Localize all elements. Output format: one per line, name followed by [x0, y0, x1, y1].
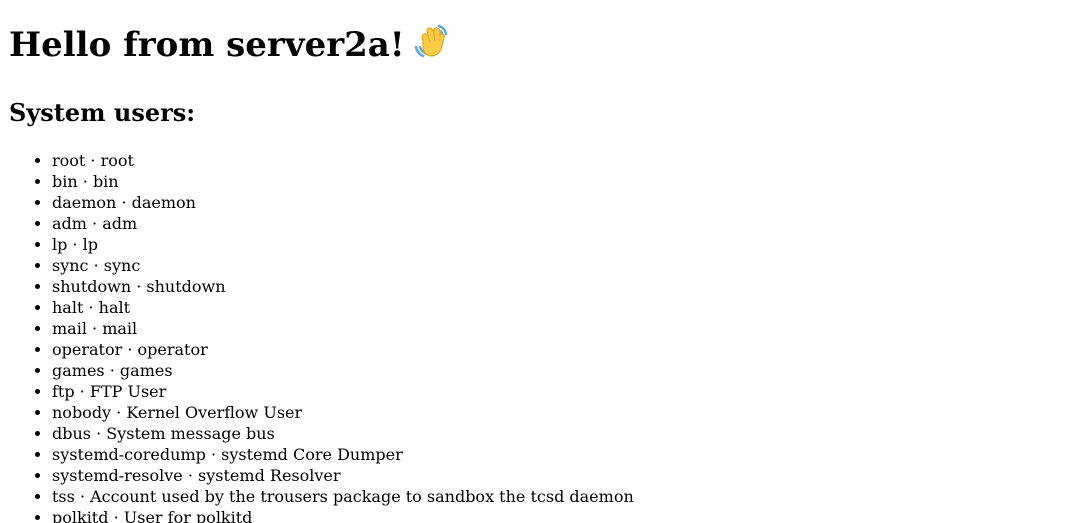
user-description: Account used by the trousers package to …: [90, 487, 634, 506]
separator: ·: [88, 256, 104, 275]
user-name: lp: [52, 235, 68, 254]
user-description: lp: [82, 235, 98, 254]
user-description: bin: [92, 172, 119, 191]
list-item: root · root: [52, 150, 1081, 171]
user-description: halt: [98, 298, 131, 317]
page-title-text: Hello from server2a!: [9, 25, 405, 65]
user-name: games: [52, 361, 105, 380]
separator: ·: [74, 487, 91, 506]
user-name: ftp: [52, 382, 75, 401]
page-title: Hello from server2a!: [9, 22, 1081, 70]
user-name: halt: [52, 298, 84, 317]
user-name: systemd-resolve: [52, 466, 183, 485]
user-name: operator: [52, 340, 123, 359]
user-description: Kernel Overflow User: [126, 403, 303, 422]
list-item: dbus · System message bus: [52, 423, 1081, 444]
user-name: shutdown: [52, 277, 132, 296]
separator: ·: [86, 319, 103, 338]
separator: ·: [111, 403, 127, 422]
user-name: root: [52, 151, 86, 170]
user-description: systemd Resolver: [198, 466, 341, 485]
separator: ·: [116, 193, 132, 212]
separator: ·: [131, 277, 147, 296]
section-heading: System users:: [9, 98, 196, 127]
separator: ·: [67, 235, 83, 254]
user-description: shutdown: [146, 277, 226, 296]
user-description: systemd Core Dumper: [221, 445, 403, 464]
user-description: root: [100, 151, 134, 170]
user-description: sync: [103, 256, 141, 275]
user-list: root · rootbin · bindaemon · daemonadm ·…: [9, 150, 1081, 523]
separator: ·: [83, 298, 99, 317]
user-name: daemon: [52, 193, 117, 212]
list-item: systemd-resolve · systemd Resolver: [52, 465, 1081, 486]
separator: ·: [77, 172, 93, 191]
user-description: games: [119, 361, 173, 380]
list-item: halt · halt: [52, 297, 1081, 318]
separator: ·: [122, 340, 138, 359]
list-item: mail · mail: [52, 318, 1081, 339]
list-item: games · games: [52, 360, 1081, 381]
list-item: lp · lp: [52, 234, 1081, 255]
user-name: mail: [52, 319, 87, 338]
user-name: dbus: [52, 424, 91, 443]
waving-hand-icon: [413, 22, 451, 70]
list-item: tss · Account used by the trousers packa…: [52, 486, 1081, 507]
page-content: Hello from server2a! System users: root …: [0, 22, 1090, 523]
separator: ·: [91, 424, 107, 443]
list-item: ftp · FTP User: [52, 381, 1081, 402]
separator: ·: [86, 214, 103, 233]
user-description: daemon: [131, 193, 196, 212]
user-name: adm: [52, 214, 87, 233]
user-name: tss: [52, 487, 75, 506]
user-description: adm: [102, 214, 138, 233]
user-description: operator: [137, 340, 208, 359]
separator: ·: [85, 151, 101, 170]
list-item: sync · sync: [52, 255, 1081, 276]
list-item: polkitd · User for polkitd: [52, 507, 1081, 523]
user-name: systemd-coredump: [52, 445, 206, 464]
user-description: mail: [102, 319, 138, 338]
list-item: adm · adm: [52, 213, 1081, 234]
separator: ·: [182, 466, 199, 485]
separator: ·: [104, 361, 120, 380]
separator: ·: [205, 445, 222, 464]
user-name: bin: [52, 172, 78, 191]
list-item: nobody · Kernel Overflow User: [52, 402, 1081, 423]
list-item: shutdown · shutdown: [52, 276, 1081, 297]
separator: ·: [108, 508, 124, 523]
user-name: nobody: [52, 403, 112, 422]
list-item: systemd-coredump · systemd Core Dumper: [52, 444, 1081, 465]
user-description: System message bus: [106, 424, 275, 443]
user-name: polkitd: [52, 508, 109, 523]
list-item: daemon · daemon: [52, 192, 1081, 213]
user-description: FTP User: [89, 382, 167, 401]
separator: ·: [74, 382, 90, 401]
list-item: bin · bin: [52, 171, 1081, 192]
list-item: operator · operator: [52, 339, 1081, 360]
user-description: User for polkitd: [123, 508, 253, 523]
user-name: sync: [52, 256, 89, 275]
